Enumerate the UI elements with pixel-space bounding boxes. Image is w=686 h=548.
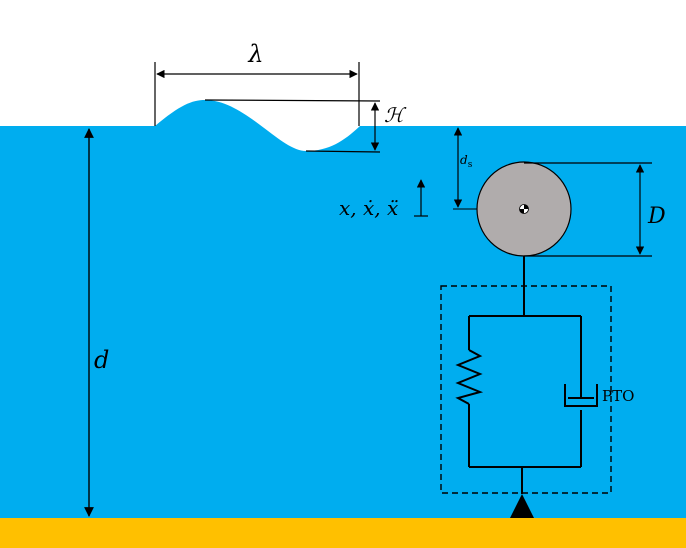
wavelength-dimension — [154, 62, 360, 126]
anchor-triangle — [510, 494, 534, 518]
depth-label: d — [94, 346, 109, 374]
wavelength-label: λ — [247, 40, 263, 68]
diameter-dimension — [524, 162, 652, 257]
spring — [455, 349, 484, 405]
wave-height-label: ℋ — [384, 103, 407, 127]
motion-label: x, ẋ, ẍ — [339, 196, 398, 220]
seabed — [0, 518, 686, 548]
diameter-label: D — [647, 204, 666, 229]
damper — [564, 384, 598, 407]
submergence-label: ds — [460, 153, 473, 170]
pto-frame — [468, 315, 582, 494]
buoy-center-mark — [519, 204, 529, 214]
pto-label: PTO — [602, 387, 634, 405]
pto-enclosure — [440, 285, 612, 494]
wave-height-dimension — [204, 99, 381, 153]
